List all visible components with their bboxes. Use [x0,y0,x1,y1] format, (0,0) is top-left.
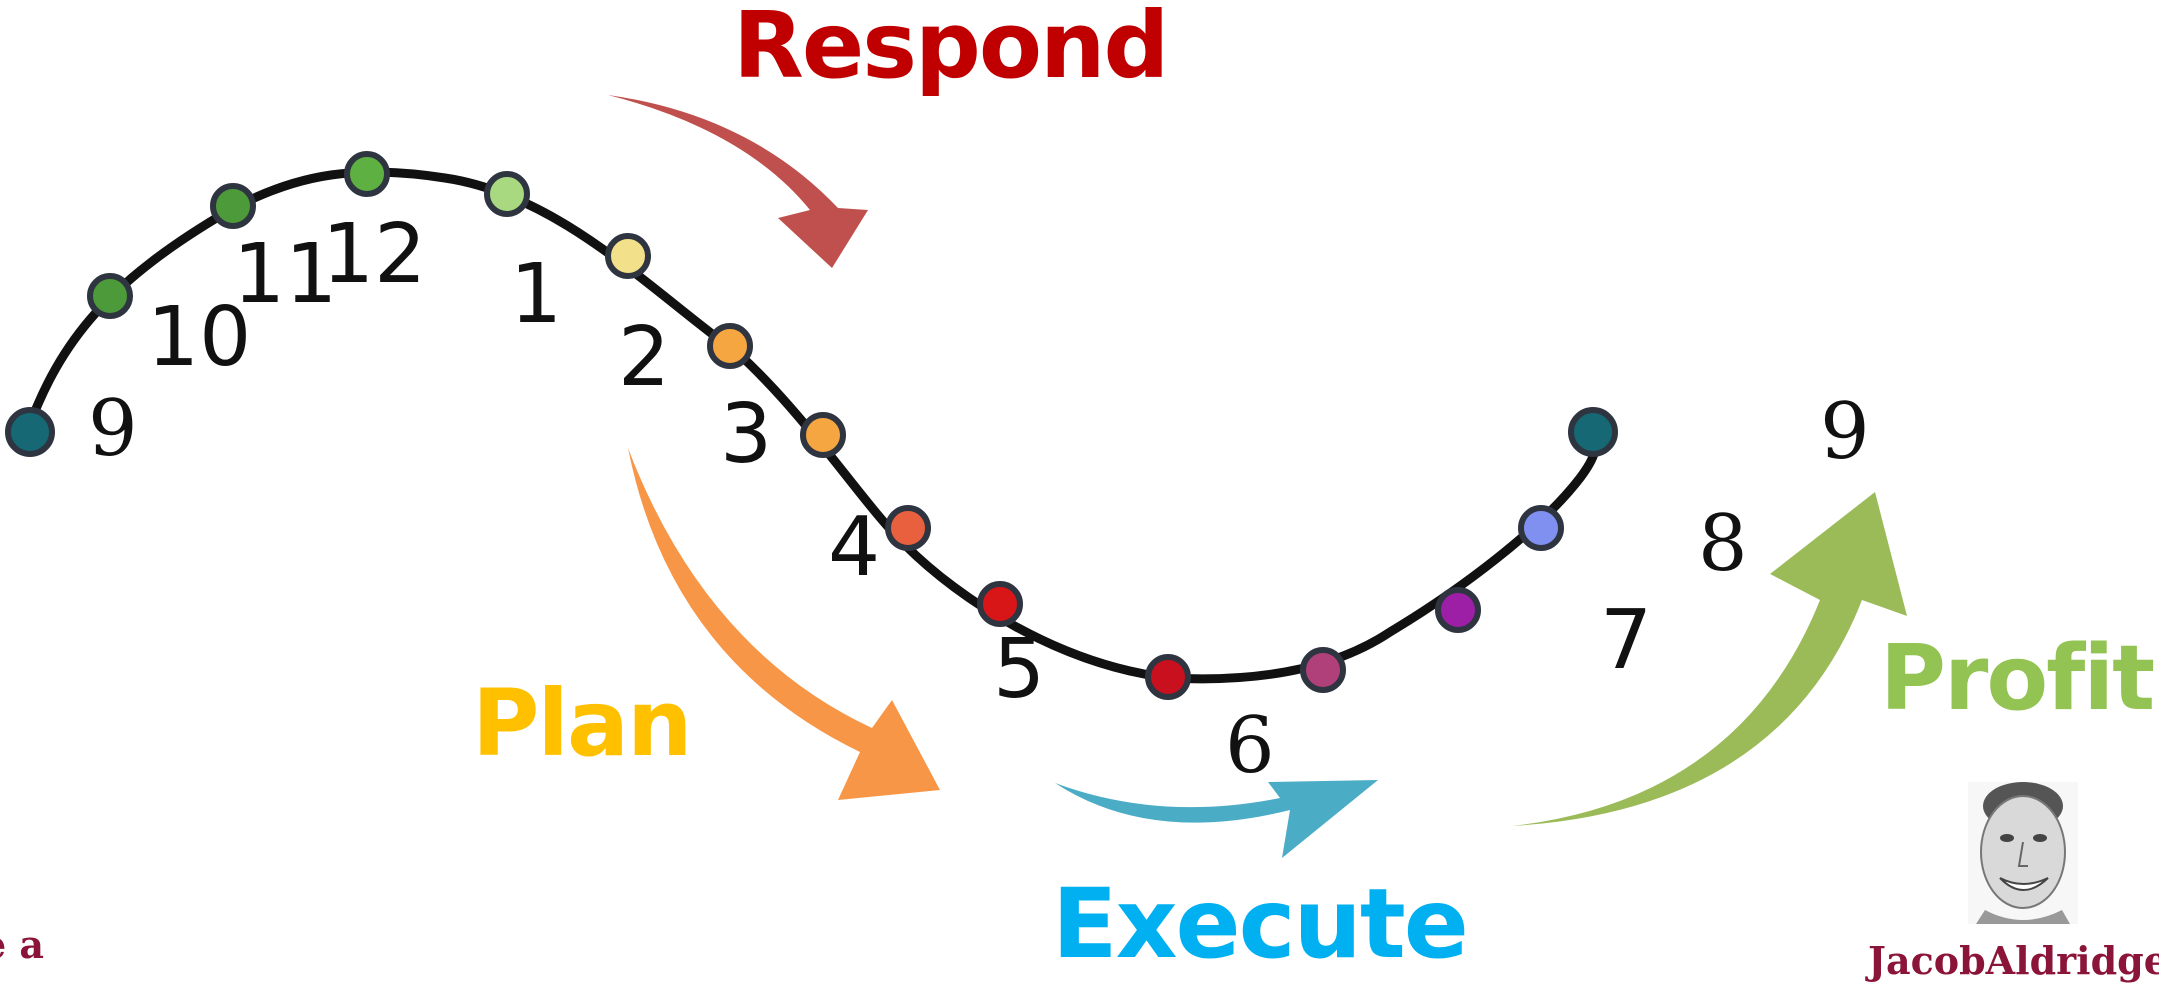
profit-arrow [1512,492,1907,826]
clock-label: 4 [828,500,880,595]
author-portrait-icon [1968,782,2078,924]
phase-execute-label: Execute [1052,868,1469,980]
clock-label: 9 [88,384,138,474]
cycle-dot [1518,505,1564,551]
clock-label: 8 [1698,499,1748,589]
execute-arrow [1055,780,1378,858]
phase-profit-label: Profit [1880,626,2155,731]
cycle-dot [210,183,256,229]
cycle-dot [605,233,651,279]
clock-label: 3 [720,387,772,482]
cycle-dot [977,581,1023,627]
clock-label: 2 [618,310,670,405]
clock-label: 6 [1225,701,1275,791]
plan-arrow [628,448,940,800]
cycle-dot [1568,407,1618,457]
cycle-dot [1300,647,1346,693]
cycle-dot [1145,654,1191,700]
cycle-dot [707,323,753,369]
phase-respond-label: Respond [733,0,1169,99]
clock-label: 11 [233,227,337,322]
cycle-dot [87,273,133,319]
clock-label: 9 [1820,387,1870,477]
cycle-dot [5,407,55,457]
cycle-dot [1435,587,1481,633]
cycle-curve [22,167,1600,684]
cycle-dot [484,171,530,217]
left-caption-fragment: e a [0,922,45,967]
clock-label: 5 [993,622,1045,717]
cycle-dot [800,412,846,458]
clock-label: 12 [322,207,426,302]
clock-label: 1 [510,247,562,342]
cycle-dot [344,151,390,197]
clock-label: 10 [147,290,251,385]
author-name: JacobAldridge [1868,938,2159,983]
phase-plan-label: Plan [472,670,693,777]
respond-arrow [608,95,868,268]
clock-label: 7 [1600,593,1652,688]
cycle-dot [885,505,931,551]
